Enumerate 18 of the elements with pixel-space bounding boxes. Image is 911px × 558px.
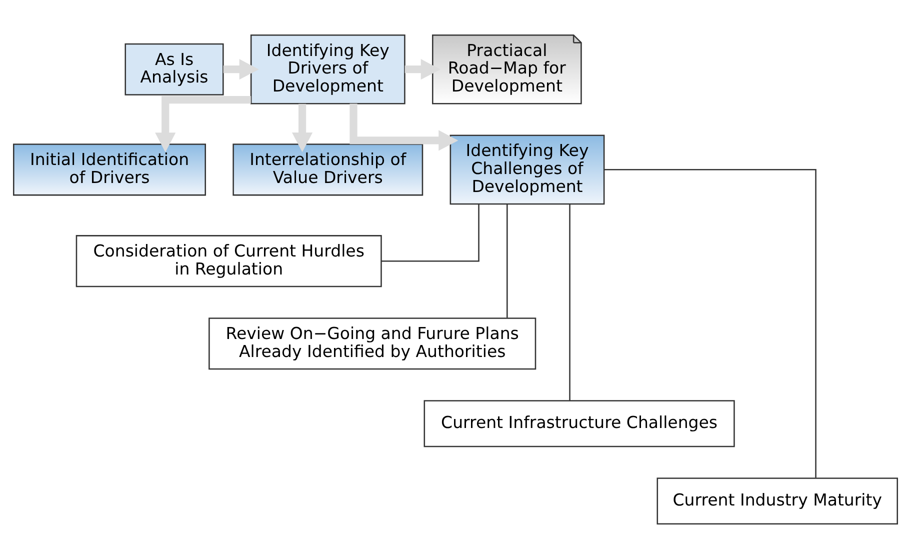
node-box: Current Industry Maturity <box>656 477 898 524</box>
arrow <box>155 96 251 152</box>
node-box: Interrelationship of Value Drivers <box>232 143 424 196</box>
arrow <box>292 103 313 152</box>
connector <box>604 168 816 478</box>
connector <box>569 204 570 400</box>
arrow <box>404 58 440 80</box>
node-box: Initial Identification of Drivers <box>13 143 206 196</box>
node-box: As Is Analysis <box>124 42 224 95</box>
arrow <box>223 58 259 80</box>
node-box: Identifying Key Drivers of Development <box>250 34 406 104</box>
arrow <box>350 103 458 150</box>
node-box: Identifying Key Challenges of Development <box>450 134 605 204</box>
node-box: Consideration of Current Hurdles in Regulation <box>76 234 382 287</box>
node-box: Current Infrastructure Challenges <box>424 400 735 447</box>
node-box: Review On−Going and Furure Plans Already Identified by Authorities <box>208 317 536 370</box>
connector <box>506 204 508 318</box>
connector <box>381 204 480 262</box>
